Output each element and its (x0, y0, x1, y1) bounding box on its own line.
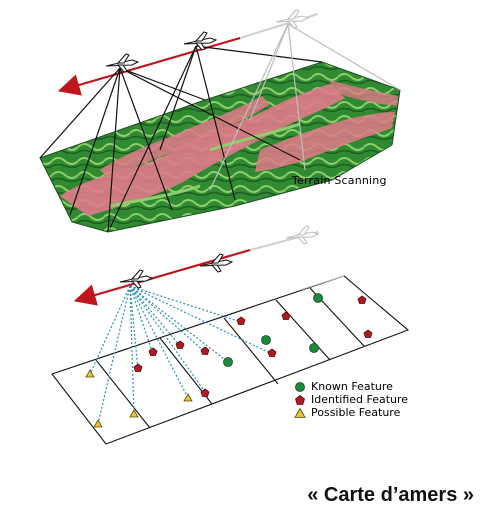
aircraft-icon (275, 9, 310, 29)
aircraft-icon (119, 269, 154, 289)
possible-features (85, 369, 193, 428)
aircraft-icon (199, 253, 234, 273)
legend-possible: Possible Feature (294, 406, 408, 419)
known-features (223, 293, 323, 367)
legend-identified-label: Identified Feature (311, 393, 409, 406)
legend-known: Known Feature (294, 380, 408, 393)
legend: Known Feature Identified Feature Possibl… (294, 380, 408, 419)
triangle-icon (294, 407, 308, 419)
aircraft-icon (183, 31, 218, 51)
terrain-scanning-label: Terrain Scanning (292, 174, 387, 187)
identified-features (133, 295, 373, 397)
legend-possible-label: Possible Feature (311, 406, 401, 419)
top-scan-lines (39, 45, 323, 233)
aircraft-icon (285, 225, 320, 245)
top-scan-lines-faded (209, 23, 401, 191)
grid-edge-faded (299, 275, 345, 291)
bottom-flight-path (73, 231, 319, 306)
terrain-surface (39, 61, 401, 233)
aircraft-icon (105, 53, 140, 73)
caption-title: « Carte d’amers » (307, 484, 474, 506)
sight-lines (89, 285, 273, 425)
circle-icon (294, 381, 308, 393)
legend-identified: Identified Feature (294, 393, 408, 406)
pentagon-icon (294, 394, 308, 406)
landmark-map-diagram (39, 9, 410, 445)
legend-known-label: Known Feature (311, 380, 393, 393)
